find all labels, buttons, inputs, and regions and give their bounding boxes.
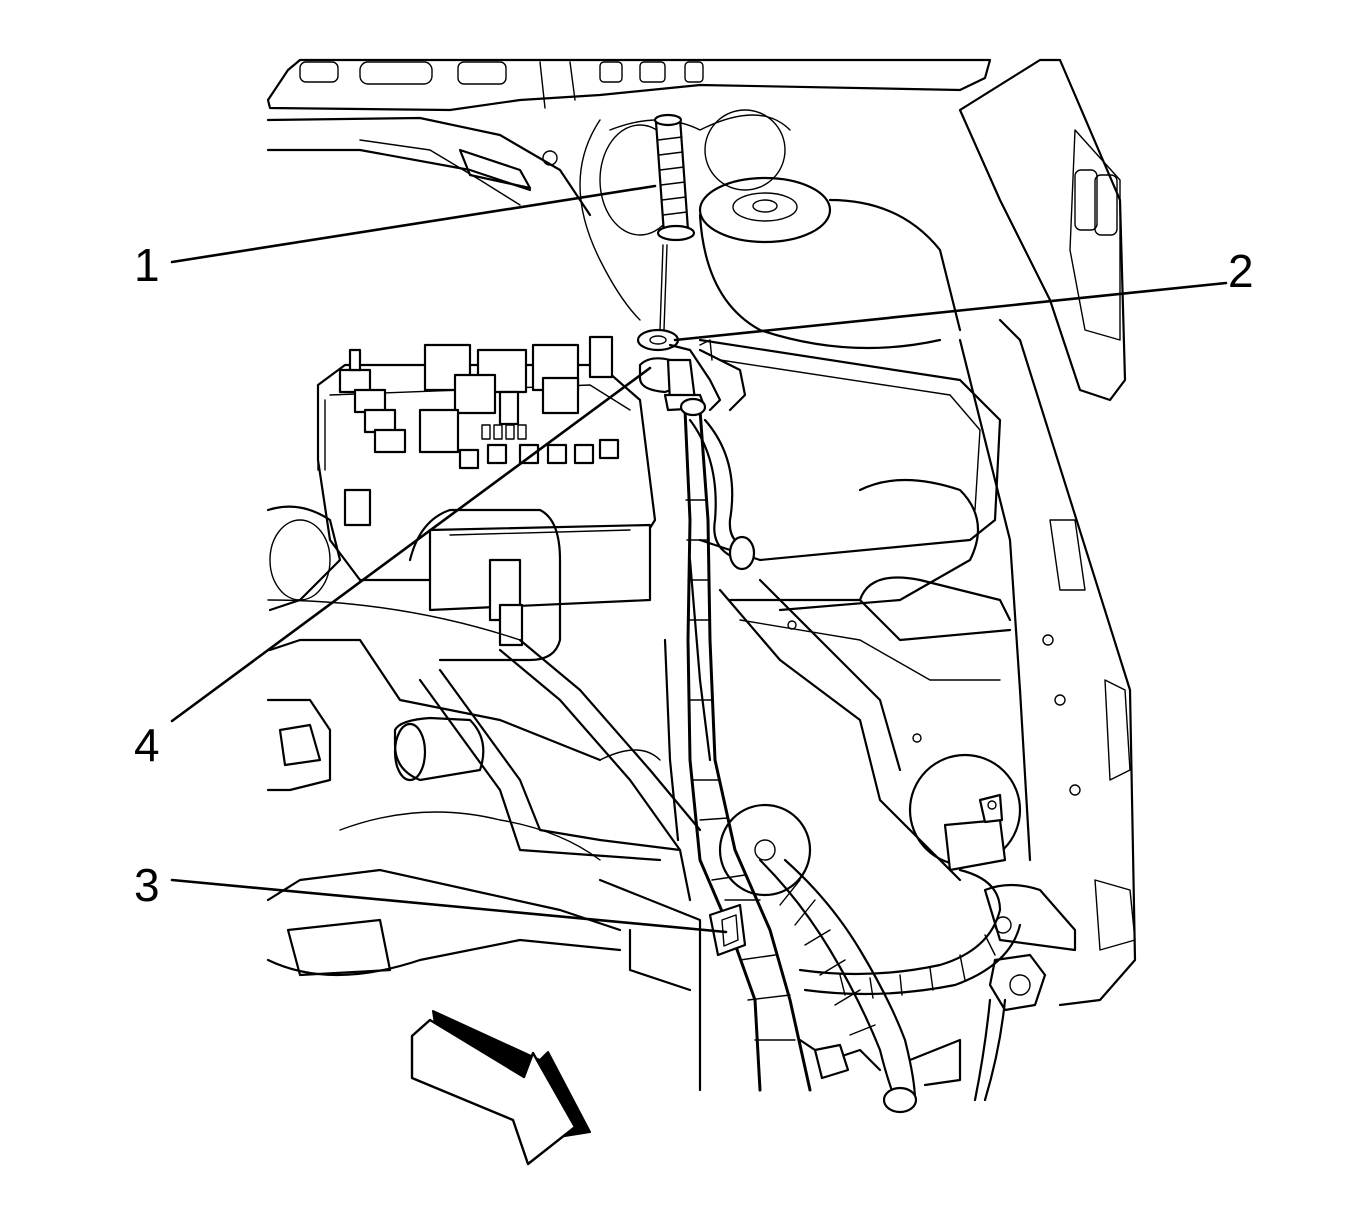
wiring-harness [663,408,1022,1114]
leader-line-1 [170,184,657,264]
battery-tray-structure [698,338,1012,743]
upper-body-panel [266,58,992,217]
right-sensor-component [908,753,1077,1012]
callout-1: 1 [134,239,160,291]
underhood-fuse-block [316,335,657,662]
callout-4: 4 [134,719,160,771]
front-direction-arrow-icon [410,1010,591,1166]
callout-3: 3 [134,859,160,911]
leader-line-3 [170,878,728,934]
strut-tower [579,109,962,350]
transmission-area [418,578,962,1092]
leader-lines [170,184,1228,934]
right-fender-panel [958,58,1137,1007]
leader-line-2 [673,281,1228,342]
leader-line-4 [170,366,652,723]
lower-frame-rail [266,505,622,977]
ground-fastener-assembly [636,113,747,417]
callout-2: 2 [1228,245,1254,297]
